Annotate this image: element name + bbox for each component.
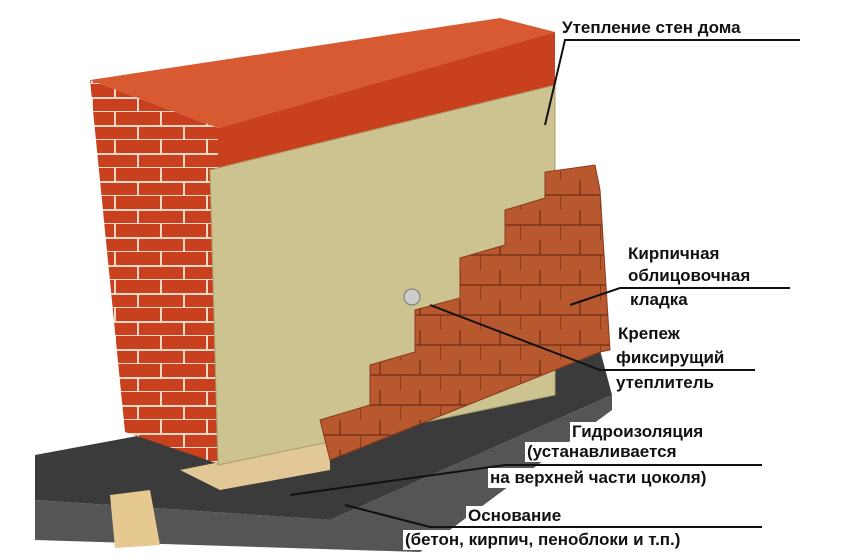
label-facing-3: кладка: [628, 290, 690, 310]
label-waterproof-2: (устанавливается: [525, 442, 679, 462]
label-facing-2: облицовочная: [626, 266, 753, 286]
label-facing-1: Кирпичная: [626, 244, 722, 264]
brick-wall-top: [90, 18, 555, 128]
label-fastener-3: утеплитель: [614, 373, 716, 393]
label-fastener-1: Крепеж: [616, 324, 682, 344]
fastener-icon: [403, 288, 421, 306]
label-base-2: (бетон, кирпич, пеноблоки и т.п.): [403, 530, 683, 550]
label-wall-insulation: Утепление стен дома: [560, 18, 743, 38]
leader-lines: [289, 39, 800, 528]
label-base-1: Основание: [466, 506, 564, 526]
brick-wall-face: [218, 32, 555, 170]
facing-brickwork: [319, 164, 611, 461]
label-fastener-2: фиксирущий: [614, 348, 727, 368]
waterproof-strip: [180, 440, 330, 490]
brick-wall-side: [90, 80, 222, 465]
label-waterproof-3: на верхней части цоколя): [488, 468, 709, 488]
label-waterproof-1: Гидроизоляция: [570, 422, 706, 442]
base-block-light: [110, 490, 160, 548]
